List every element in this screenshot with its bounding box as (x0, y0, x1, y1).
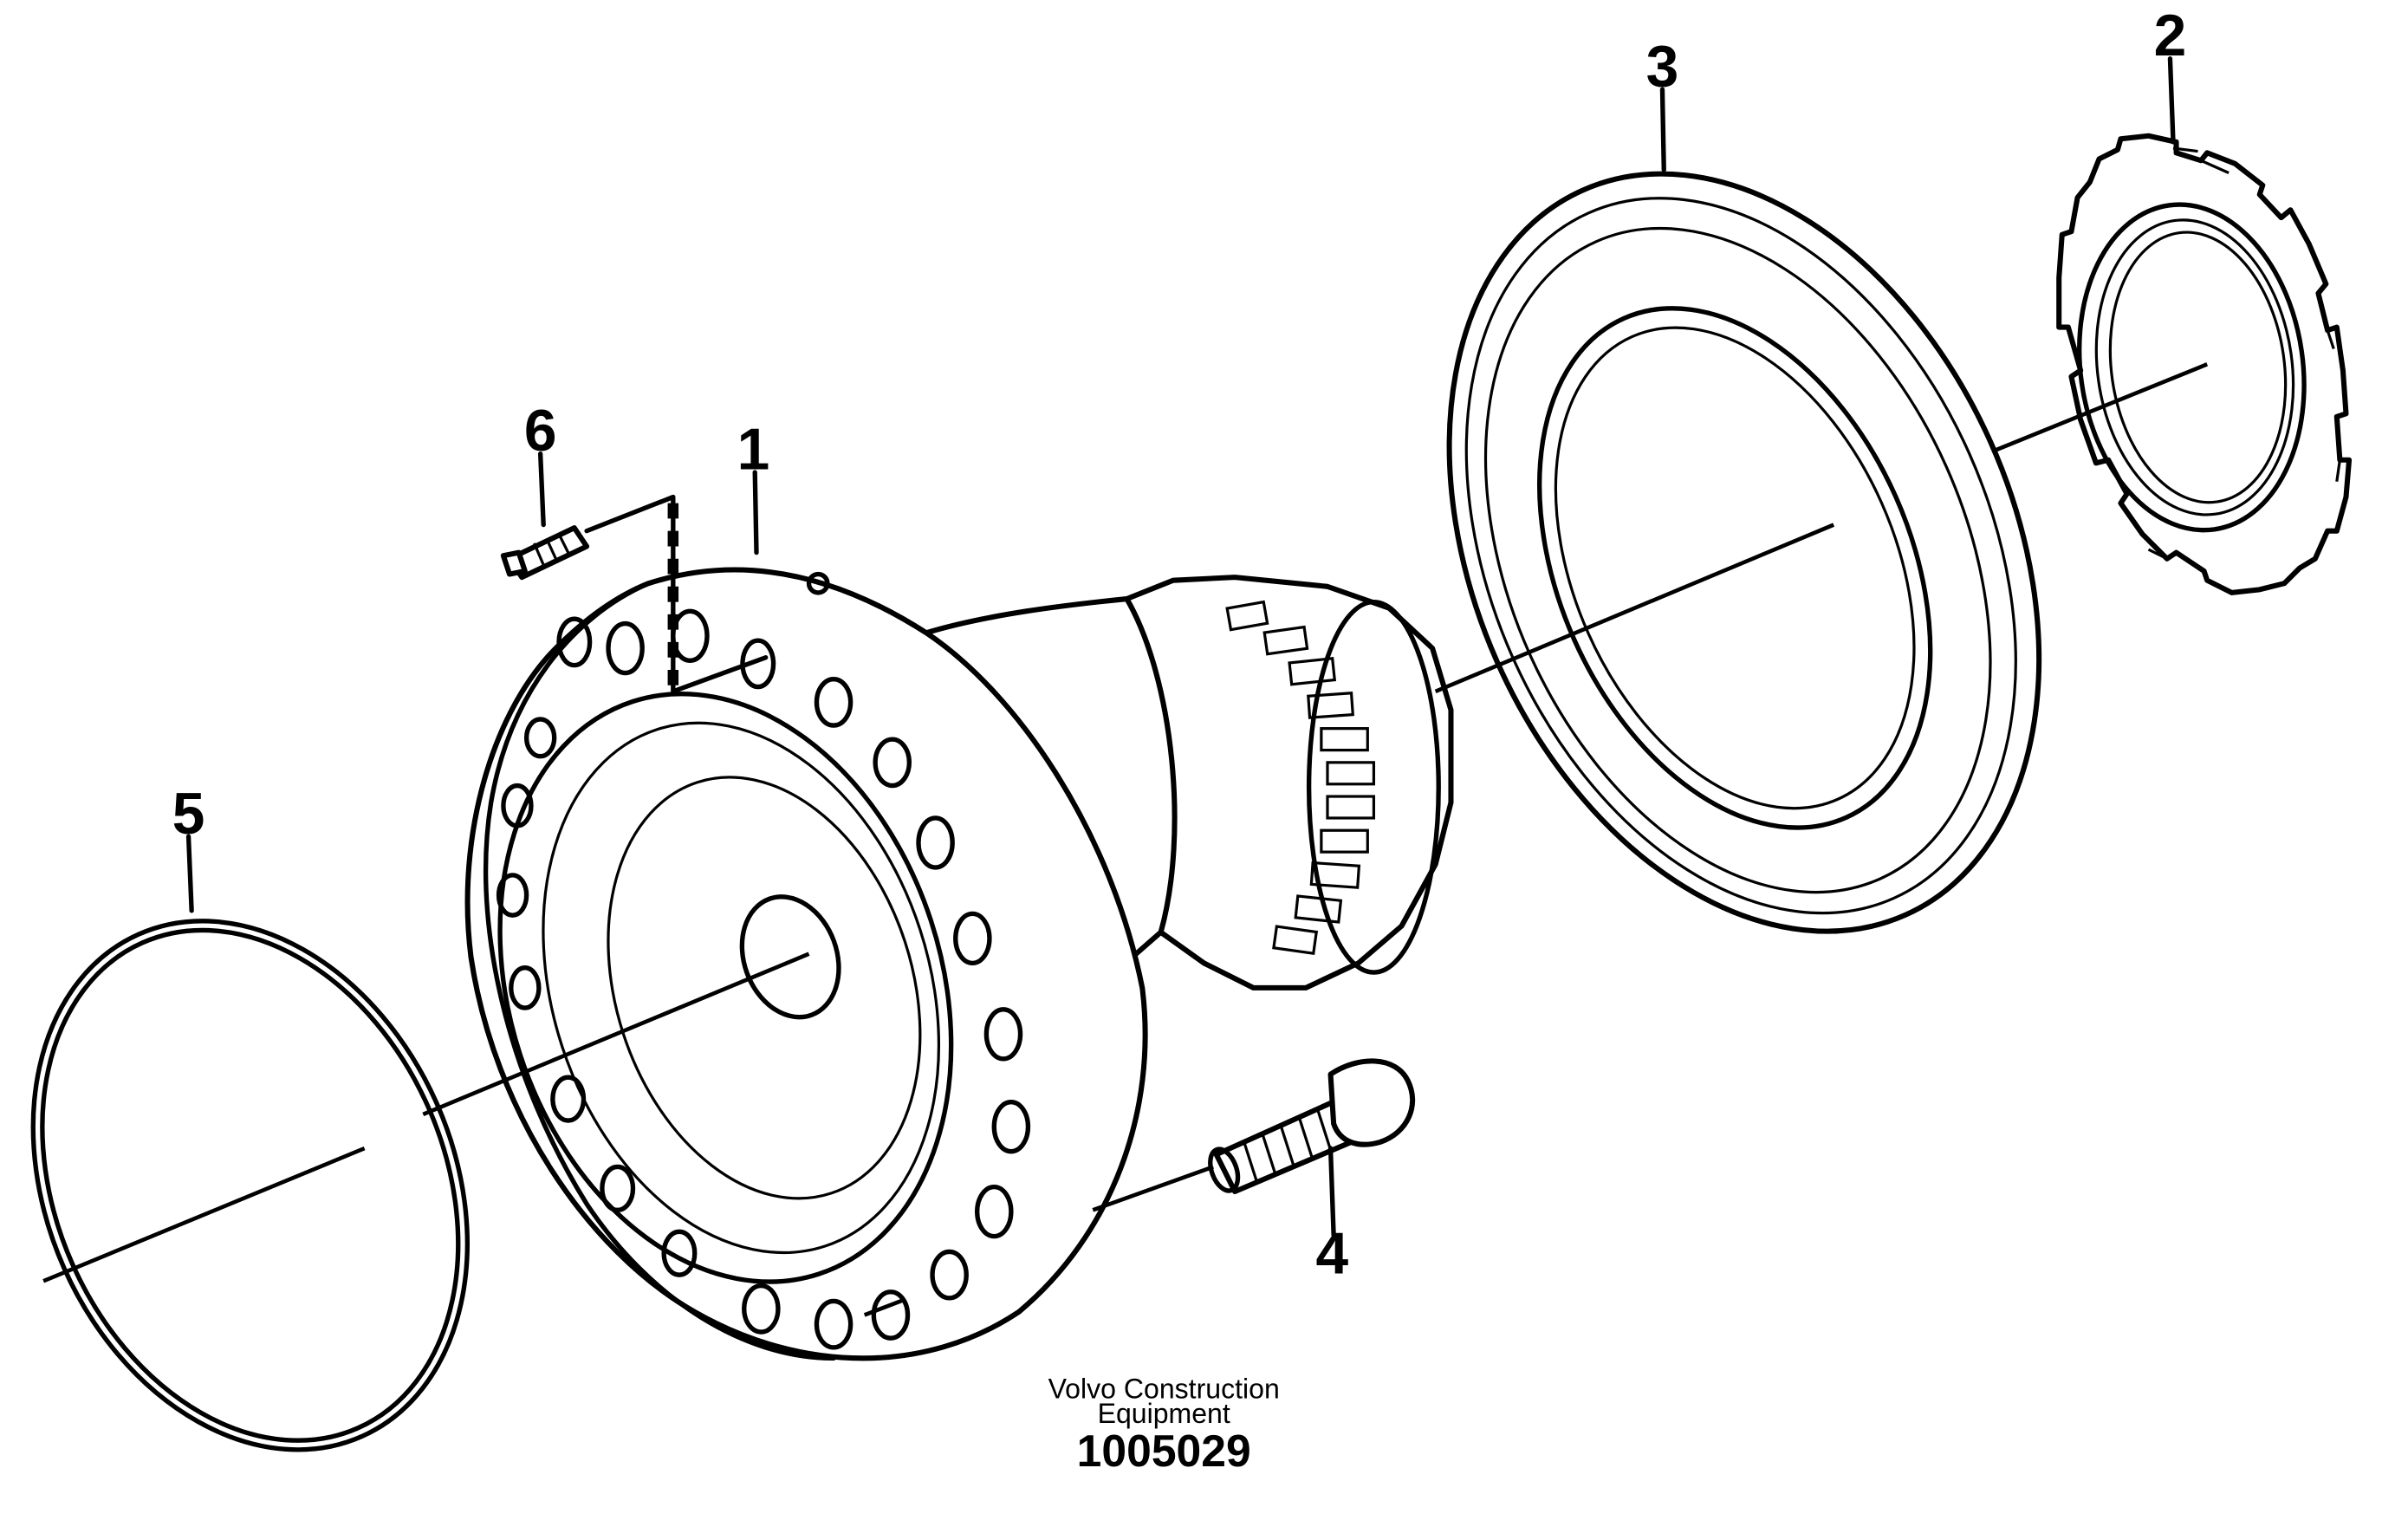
o-ring-part-5[interactable] (0, 852, 548, 1516)
callout-5: 5 (172, 782, 205, 847)
seal-ring-part-3[interactable] (1336, 81, 2152, 1025)
grease-nipple-part-6[interactable] (500, 525, 590, 581)
drawing-number: 1005029 (1077, 1426, 1251, 1476)
callout-6: 6 (524, 399, 557, 464)
spline-teeth (1225, 600, 1376, 956)
callout-3: 3 (1646, 35, 1679, 100)
callout-2: 2 (2154, 3, 2187, 68)
caption-company: Volvo Construction (1048, 1374, 1280, 1405)
assembly-axis-lines (42, 56, 2209, 1317)
callout-4: 4 (1316, 1221, 1349, 1286)
stud-bolt-part-4[interactable] (1205, 1058, 1416, 1195)
callout-1: 1 (737, 417, 770, 482)
caption-company-line2: Equipment (1098, 1398, 1230, 1429)
bolt-holes (496, 608, 1031, 1350)
hub-part-1[interactable] (427, 567, 1454, 1361)
